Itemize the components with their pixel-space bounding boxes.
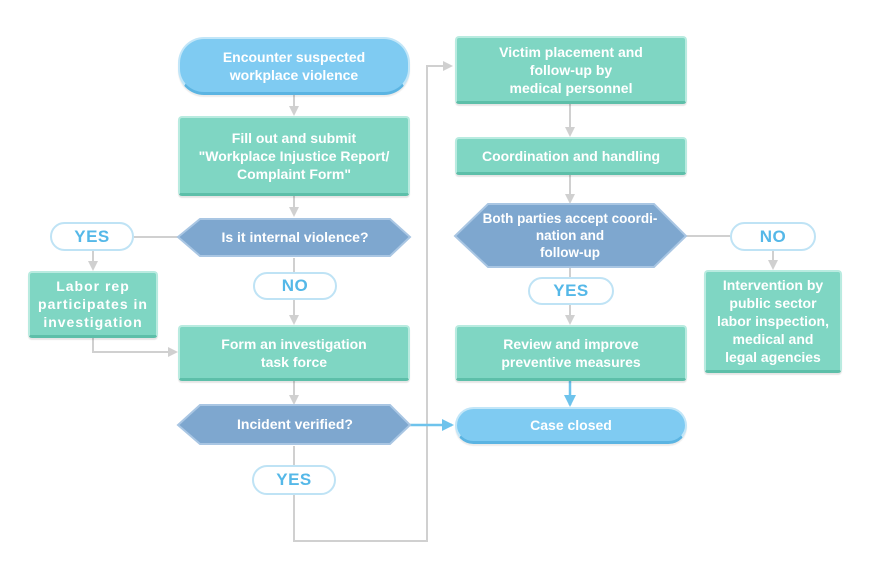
review-measures-label: Review and improve preventive measures [501, 335, 641, 370]
labor-rep-step: Labor rep participates in investigation [28, 271, 158, 338]
review-measures-step: Review and improve preventive measures [455, 325, 687, 381]
verified-yes-label: YES [252, 465, 336, 495]
accept-no-label: NO [730, 222, 816, 251]
task-force-step: Form an investigation task force [178, 325, 410, 381]
decision-accept-shape [453, 203, 688, 268]
start-terminal: Encounter suspected workplace violence [178, 37, 410, 95]
internal-violence-decision: Is it internal violence? [200, 219, 390, 256]
coordination-label: Coordination and handling [481, 147, 661, 164]
intervention-label: Intervention by public sector labor insp… [716, 277, 829, 365]
start-label: Encounter suspected workplace violence [222, 48, 366, 83]
task-force-label: Form an investigation task force [221, 335, 367, 370]
incident-verified-label: Incident verified? [237, 416, 353, 432]
intervention-step: Intervention by public sector labor insp… [704, 270, 842, 373]
submit-form-label: Fill out and submit "Workplace Injustice… [198, 129, 390, 182]
internal-yes-text: YES [74, 226, 110, 246]
accept-yes-label: YES [528, 277, 614, 305]
decision-verified-shape [176, 404, 412, 445]
decision-shapes [176, 203, 688, 445]
accept-no-text: NO [759, 226, 787, 246]
accept-yes-text: YES [553, 281, 589, 300]
victim-placement-label: Victim placement and follow-up by medica… [499, 43, 643, 96]
accept-coordination-label: Both parties accept coordi- nation and f… [482, 211, 658, 260]
labor-rep-label: Labor rep participates in investigation [38, 278, 148, 330]
victim-placement-step: Victim placement and follow-up by medica… [455, 36, 687, 104]
accept-coordination-decision: Both parties accept coordi- nation and f… [470, 204, 670, 267]
incident-verified-decision: Incident verified? [200, 405, 390, 444]
connector-labor-rep-to-task-force [92, 338, 178, 357]
submit-form-step: Fill out and submit "Workplace Injustice… [178, 116, 410, 196]
internal-violence-label: Is it internal violence? [221, 229, 369, 245]
internal-no-text: NO [281, 276, 309, 295]
coordination-step: Coordination and handling [455, 137, 687, 175]
case-closed-label: Case closed [530, 417, 612, 433]
internal-no-label: NO [253, 272, 337, 300]
internal-yes-label: YES [50, 222, 134, 251]
connector-yes-to-victim-placement [293, 61, 453, 542]
case-closed-terminal: Case closed [455, 407, 687, 444]
decision-internal-shape [176, 218, 412, 257]
verified-yes-text: YES [276, 470, 312, 489]
